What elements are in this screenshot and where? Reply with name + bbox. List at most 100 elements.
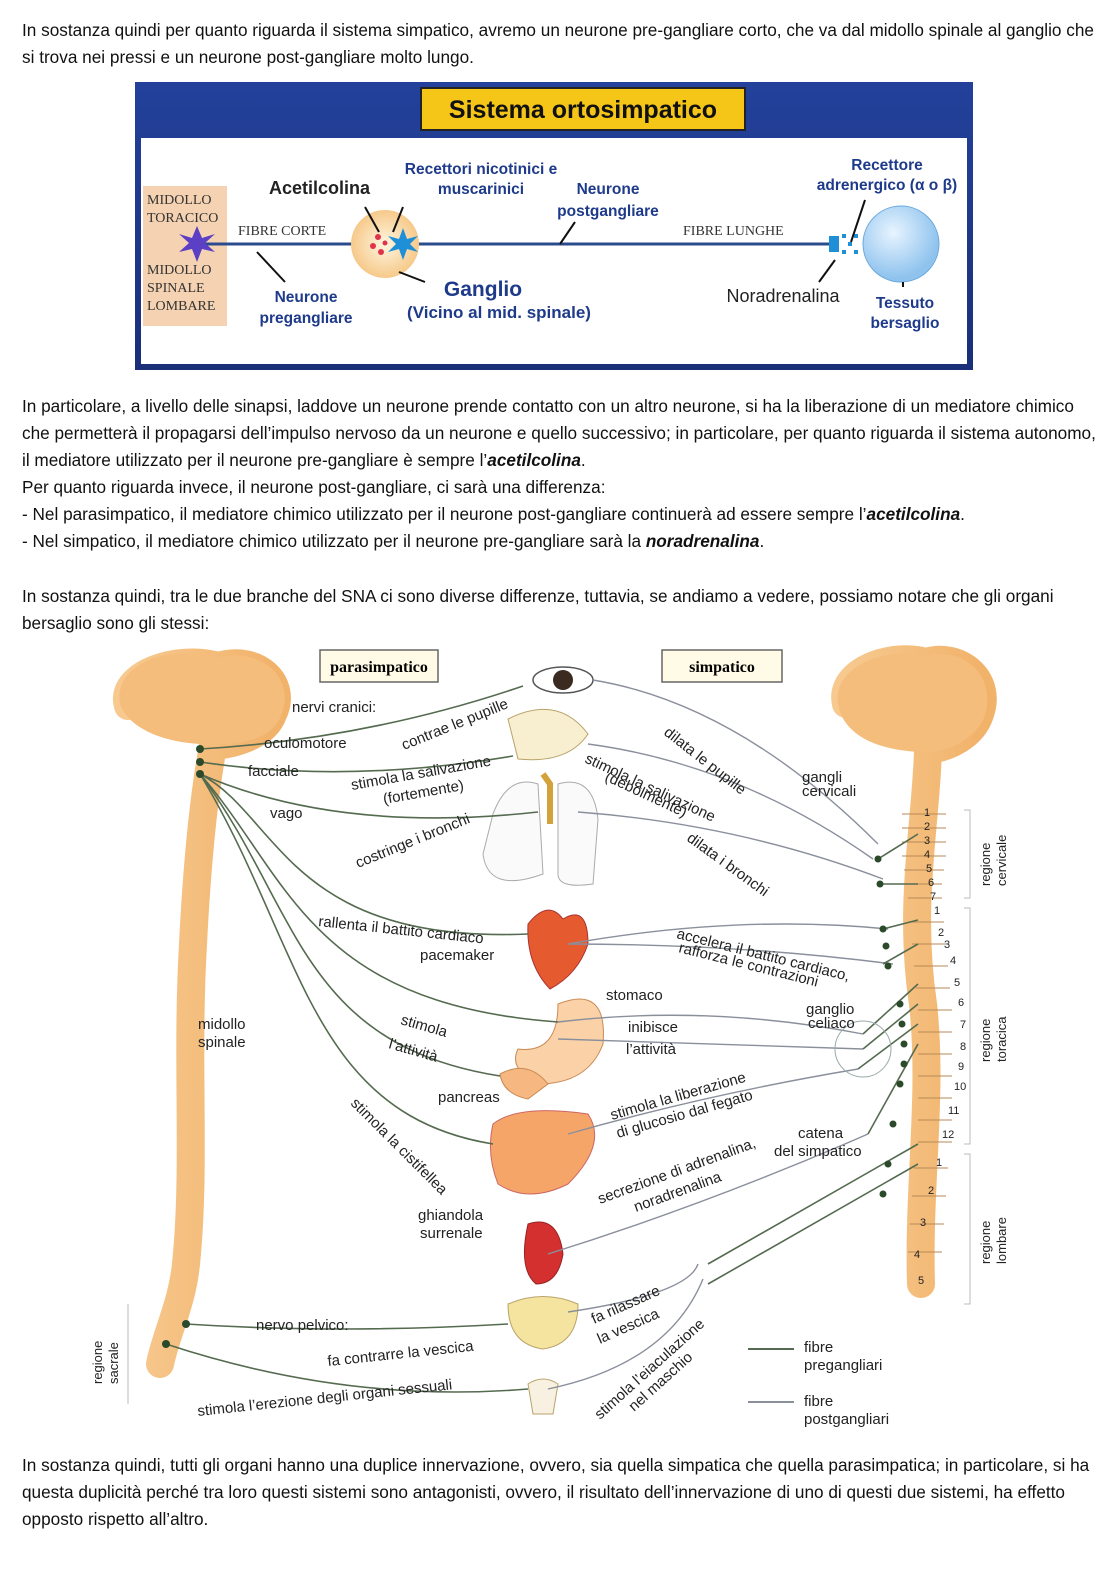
label-simpatico: simpatico [689, 659, 755, 676]
label-recettore-1: Recettore [851, 157, 923, 174]
label-ganglio: Ganglio [444, 278, 522, 301]
vert-c5: 5 [926, 863, 932, 875]
label-catena-1: catena [798, 1125, 844, 1142]
label-attivita: l’attività [387, 1036, 440, 1066]
label-rallenta-battito: rallenta il battito cardiaco [318, 913, 485, 947]
label-regione-cervicale-1: regione [978, 843, 993, 886]
list-item-parasimpatico: - Nel parasimpatico, il mediatore chimic… [22, 504, 965, 524]
label-noradrenalina: Noradrenalina [726, 286, 840, 306]
organ-liver [489, 1110, 596, 1195]
vert-l5: 5 [918, 1275, 924, 1287]
vert-t1: 1 [934, 905, 940, 917]
label-regione-sacrale-1: regione [90, 1341, 105, 1384]
label-stomaco: stomaco [606, 987, 663, 1004]
label-midollo-lombare-1: MIDOLLO [147, 263, 212, 278]
vert-t3: 3 [944, 939, 950, 951]
label-facciale: facciale [248, 763, 299, 780]
title-box [420, 87, 746, 131]
label-tessuto-1: Tessuto [876, 295, 934, 312]
label-contrae-pupille: contrae le pupille [399, 695, 511, 753]
postganglionic-soma [388, 228, 418, 260]
vert-t9: 9 [958, 1061, 964, 1073]
label-stimola-cistifellea: stimola la cistifellea [347, 1095, 451, 1199]
label-midollo-toracico-2: TORACICO [147, 211, 218, 226]
box-simpatico [661, 649, 783, 683]
text: In sostanza quindi per quanto riguarda i… [22, 20, 1094, 67]
label-fibre-lunghe: FIBRE LUNGHE [683, 224, 784, 239]
target-tissue [862, 205, 940, 283]
label-neurone-pre-2: pregangliare [259, 310, 352, 327]
term-acetilcolina-2: acetilcolina [866, 504, 961, 524]
label-gangli-cervicali-2: cervicali [802, 783, 856, 800]
term-noradrenalina: noradrenalina [645, 531, 760, 551]
label-nervo-pelvico: nervo pelvico: [256, 1317, 349, 1334]
vert-t12: 12 [942, 1129, 954, 1141]
organ-genitals [527, 1378, 559, 1415]
ganglio-celiaco-circle [834, 1020, 892, 1078]
label-inibisce: inibisce [628, 1019, 678, 1036]
box-parasimpatico [319, 649, 439, 683]
vert-t8: 8 [960, 1041, 966, 1053]
label-midollo-toracico-1: MIDOLLO [147, 193, 212, 208]
paragraph-post-gangliare: Per quanto riguarda invece, il neurone p… [22, 477, 606, 497]
label-regione-toracica-1: regione [978, 1019, 993, 1062]
vert-t2: 2 [938, 927, 944, 939]
vert-t5: 5 [954, 977, 960, 989]
label-fibre-pre-2: pregangliari [804, 1357, 882, 1374]
label-fibre-pre-1: fibre [804, 1339, 833, 1356]
preganglionic-soma [179, 226, 215, 262]
organ-lung-right [557, 781, 599, 886]
figure-sna-innervazione: parasimpatico simpatico [90, 645, 1009, 1428]
vert-l1: 1 [936, 1157, 942, 1169]
label-recettori-1: Recettori nicotinici e [405, 161, 558, 178]
paragraph-organi-bersaglio: In sostanza quindi, tra le due branche d… [22, 586, 1054, 633]
organ-heart [527, 909, 589, 990]
figure-sistema-ortosimpatico: Sistema ortosimpatico MIDOLLO TORACICO M… [135, 82, 973, 370]
vert-l3: 3 [920, 1217, 926, 1229]
label-stimola: stimola [399, 1012, 450, 1042]
organ-adrenal-kidney [523, 1221, 564, 1285]
vertebrae [902, 813, 952, 1253]
label-midollo-lombare-3: LOMBARE [147, 299, 215, 314]
label-recettori-2: muscarinici [438, 181, 524, 198]
vert-c3: 3 [924, 835, 930, 847]
label-costringe-bronchi: costringe i bronchi [353, 810, 472, 871]
vert-c7: 7 [930, 891, 936, 903]
sympathetic-post-fibres [547, 679, 894, 1390]
paragraph-sinapsi: In particolare, a livello delle sinapsi,… [22, 396, 1096, 470]
vert-l2: 2 [928, 1185, 934, 1197]
right-brain [837, 653, 988, 752]
label-ghiandola-2: surrenale [420, 1225, 483, 1242]
label-tessuto-2: bersaglio [871, 315, 940, 332]
label-midollo-lombare-2: SPINALE [147, 281, 205, 296]
vert-c2: 2 [924, 821, 930, 833]
left-brain [119, 653, 285, 745]
label-midollo-spinale-1: midollo [198, 1016, 246, 1033]
label-catena-2: del simpatico [774, 1143, 862, 1160]
label-ganglio-celiaco-1: ganglio [806, 1001, 854, 1018]
label-ghiandola-1: ghiandola [418, 1207, 484, 1224]
vert-t4: 4 [950, 955, 956, 967]
organ-pancreas [499, 1067, 549, 1100]
label-pancreas: pancreas [438, 1089, 500, 1106]
figure-title: Sistema ortosimpatico [449, 96, 717, 124]
eye-iris [553, 670, 573, 690]
sympathetic-pre-fibres [707, 833, 919, 1285]
vert-c6: 6 [928, 877, 934, 889]
label-neurone-post-2: postgangliare [557, 203, 659, 220]
label-regione-cervicale-2: cervicale [994, 835, 1009, 886]
organ-salivary-glands [507, 708, 589, 761]
parasympathetic-fibres [165, 685, 559, 1393]
paragraph-intro: In sostanza quindi per quanto riguarda i… [22, 17, 1097, 71]
label-regione-lombare-1: regione [978, 1221, 993, 1264]
paragraph-mediatori: In particolare, a livello delle sinapsi,… [22, 393, 1097, 555]
term-acetilcolina: acetilcolina [487, 450, 581, 470]
vert-c1: 1 [924, 807, 930, 819]
label-fibre-post-1: fibre [804, 1393, 833, 1410]
label-vago: vago [270, 805, 303, 822]
label-midollo-spinale-2: spinale [198, 1034, 246, 1051]
organ-bladder [507, 1296, 579, 1350]
label-oculomotore: oculomotore [264, 735, 347, 752]
label-attivita-2: l’attività [626, 1041, 677, 1058]
label-dilata-pupille: dilata le pupille [661, 724, 750, 799]
